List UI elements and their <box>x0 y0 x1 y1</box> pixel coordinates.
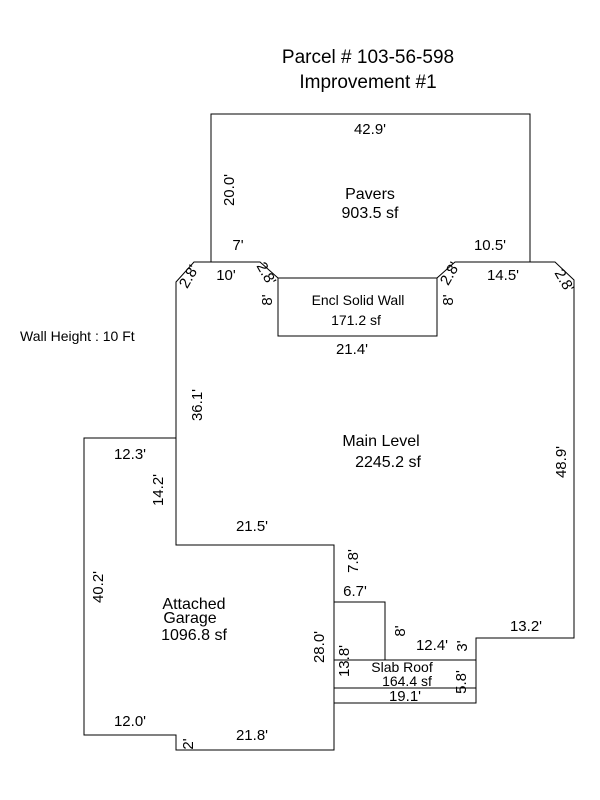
pavers-area: 903.5 sf <box>342 205 399 222</box>
slab-roof-area: 164.4 sf <box>382 673 432 689</box>
dim-garage-small: 2' <box>180 738 197 749</box>
dim-notch-left-diag: 2.8' <box>253 259 280 288</box>
dim-slab-right: 5.8' <box>453 670 470 694</box>
dim-notch-bottom: 21.4' <box>336 341 368 358</box>
dim-main-bottom-left: 21.5' <box>236 518 268 535</box>
main-level-name: Main Level <box>342 433 419 450</box>
dim-slab-left: 13.8' <box>336 645 353 677</box>
dim-pavers-left: 20.0' <box>221 174 238 206</box>
pavers-name: Pavers <box>345 186 395 203</box>
dim-notch-right-diag: 2.8' <box>437 259 464 288</box>
dim-pavers-right-step: 10.5' <box>474 237 506 254</box>
pavers-outline <box>210 113 531 262</box>
dim-garage-left: 40.2' <box>90 571 107 603</box>
dim-main-right: 48.9' <box>553 446 570 478</box>
dim-main-left-corner: 2.8' <box>176 262 203 291</box>
garage-name-2: Garage <box>163 610 216 627</box>
dim-main-step-vert: 7.8' <box>345 549 362 573</box>
dim-main-step-horiz: 6.7' <box>343 583 367 600</box>
dim-main-bottom-mid: 12.4' <box>416 637 448 654</box>
dim-garage-bottom-left: 12.0' <box>114 713 146 730</box>
dim-pavers-left-step: 7' <box>232 237 243 254</box>
improvement-title: Improvement #1 <box>299 72 436 93</box>
dim-slab-bottom: 19.1' <box>389 688 421 705</box>
dim-pavers-top: 42.9' <box>354 121 386 138</box>
dim-main-left-lower: 14.2' <box>150 474 167 506</box>
slab-roof-outline <box>334 659 477 704</box>
garage-outline <box>83 437 335 751</box>
dim-garage-right: 28.0' <box>311 631 328 663</box>
dim-notch-left-vert: 8' <box>259 294 276 305</box>
wall-height-note: Wall Height : 10 Ft <box>20 328 135 344</box>
garage-name-1: Attached <box>162 596 225 613</box>
dim-main-step-vert2: 8' <box>392 625 409 636</box>
dim-slab-right-small: 3' <box>454 640 471 651</box>
main-level-area: 2245.2 sf <box>355 454 421 471</box>
parcel-title: Parcel # 103-56-598 <box>282 47 454 68</box>
encl-wall-name: Encl Solid Wall <box>312 292 405 308</box>
dim-garage-top: 12.3' <box>114 446 146 463</box>
dim-garage-bottom: 21.8' <box>236 727 268 744</box>
garage-area: 1096.8 sf <box>161 627 227 644</box>
dim-main-left-upper: 36.1' <box>189 389 206 421</box>
slab-roof-name: Slab Roof <box>371 659 433 675</box>
encl-wall-area: 171.2 sf <box>331 312 381 328</box>
dim-main-right-corner: 2.8' <box>551 266 578 295</box>
dim-main-right-top: 14.5' <box>487 267 519 284</box>
dim-main-bottom-right: 13.2' <box>510 618 542 635</box>
dim-notch-right-vert: 8' <box>440 294 457 305</box>
dim-main-left-top: 10' <box>216 267 236 284</box>
